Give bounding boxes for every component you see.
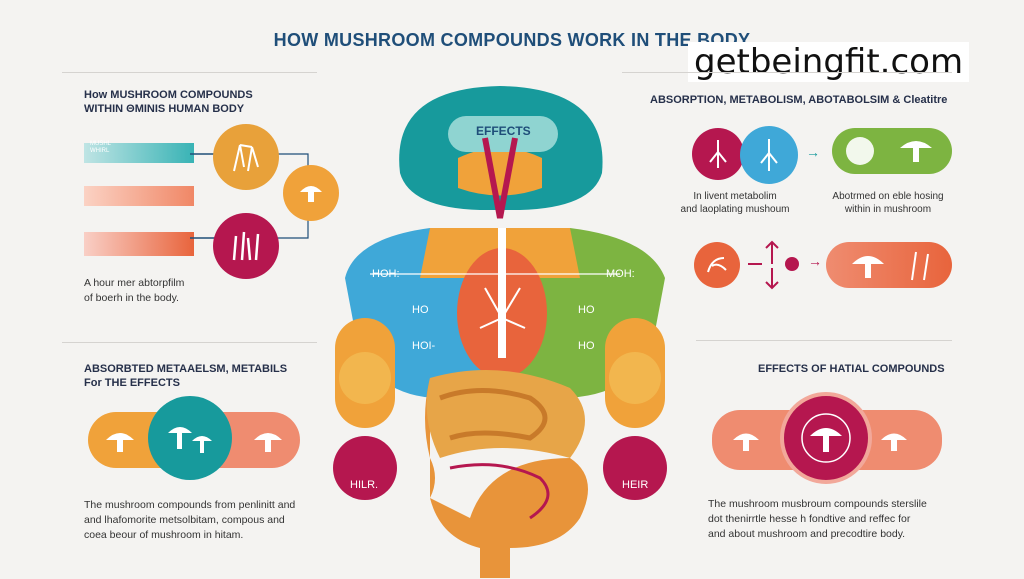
mushroom-icon — [300, 186, 322, 202]
mushroom-icon-left — [100, 420, 140, 460]
arrow-coral — [84, 186, 194, 206]
left-top-heading: How MUSHROOM COMPOUNDS WITHIN ΘMINIS HUM… — [84, 89, 253, 115]
mushroom-icon-left — [726, 420, 766, 460]
hand-label-left: HILR. — [350, 479, 379, 491]
mycelium-icon — [233, 144, 259, 172]
arrow-right-icon: → — [806, 144, 820, 160]
arrow-red — [84, 232, 194, 256]
root-icon — [760, 139, 778, 171]
right-top-caption-left: In livent metabolim and laoplating musho… — [680, 191, 790, 215]
arrow-teal-label: MUSHL WHIRL — [90, 141, 112, 154]
right-top-heading: ABSORPTION, METABOLISM, ABOTABOLSIM & Cl… — [650, 94, 948, 106]
mushroom-band-coral — [826, 242, 952, 288]
body-label-right-2: HO — [578, 304, 595, 316]
cell-icon — [707, 257, 727, 273]
arrow-teal — [84, 143, 194, 163]
body-label-left-1: HOH: — [372, 268, 400, 280]
mushroom-icon — [801, 413, 851, 463]
mushroom-cluster-icon — [232, 231, 260, 261]
mushroom-circle-effects — [780, 392, 872, 484]
human-body-illustration — [333, 86, 667, 578]
mushroom-circle-crimson — [213, 213, 279, 279]
left-bottom-note: The mushroom compounds from penlinitt an… — [84, 499, 296, 541]
mushroom-circle-small — [283, 165, 339, 221]
body-label-right-3: HO — [578, 340, 595, 352]
divider — [696, 340, 952, 341]
mushroom-circle-teal — [148, 396, 232, 480]
root-icon — [709, 140, 727, 168]
right-bottom-note: The mushroom musbroum compounds sterslil… — [708, 498, 927, 540]
divider — [62, 72, 317, 73]
arrows-cluster — [748, 240, 799, 290]
right-bottom-heading: EFFECTS OF HATIAL COMPOUNDS — [758, 363, 945, 375]
arrow-right-icon: → — [808, 253, 822, 269]
mushroom-icon-right — [874, 420, 914, 460]
root-circle-blue — [740, 126, 798, 184]
mushroom-icons — [852, 251, 929, 281]
page-title: HOW MUSHROOM COMPOUNDS WORK IN THE BODY — [273, 30, 751, 50]
root-circle-crimson — [692, 128, 744, 180]
body-label-left-3: HOI- — [412, 340, 436, 352]
hand-label-right: HEIR — [622, 479, 649, 491]
watermark: getbeingfit.com — [688, 42, 970, 82]
right-top-caption-right: Abotrmed on eble hosing within in mushro… — [832, 191, 944, 215]
body-label-right-1: MOH: — [606, 268, 635, 280]
effects-label: EFFECTS — [476, 124, 531, 138]
mushroom-icon-right — [248, 420, 288, 460]
left-bottom-heading: ABSORBTED METAAELSM, METABILS For THE EF… — [84, 363, 288, 389]
mushroom-icons — [846, 137, 932, 165]
divider — [622, 72, 952, 73]
left-top-note: A hour mer abtorpfilm of boerh in the bo… — [84, 277, 185, 304]
mushroom-pair-icon — [168, 427, 212, 453]
divider — [62, 342, 317, 343]
body-label-left-2: HO — [412, 304, 429, 316]
mushroom-circle-orange — [213, 124, 279, 190]
cell-circle-coral — [694, 242, 740, 288]
